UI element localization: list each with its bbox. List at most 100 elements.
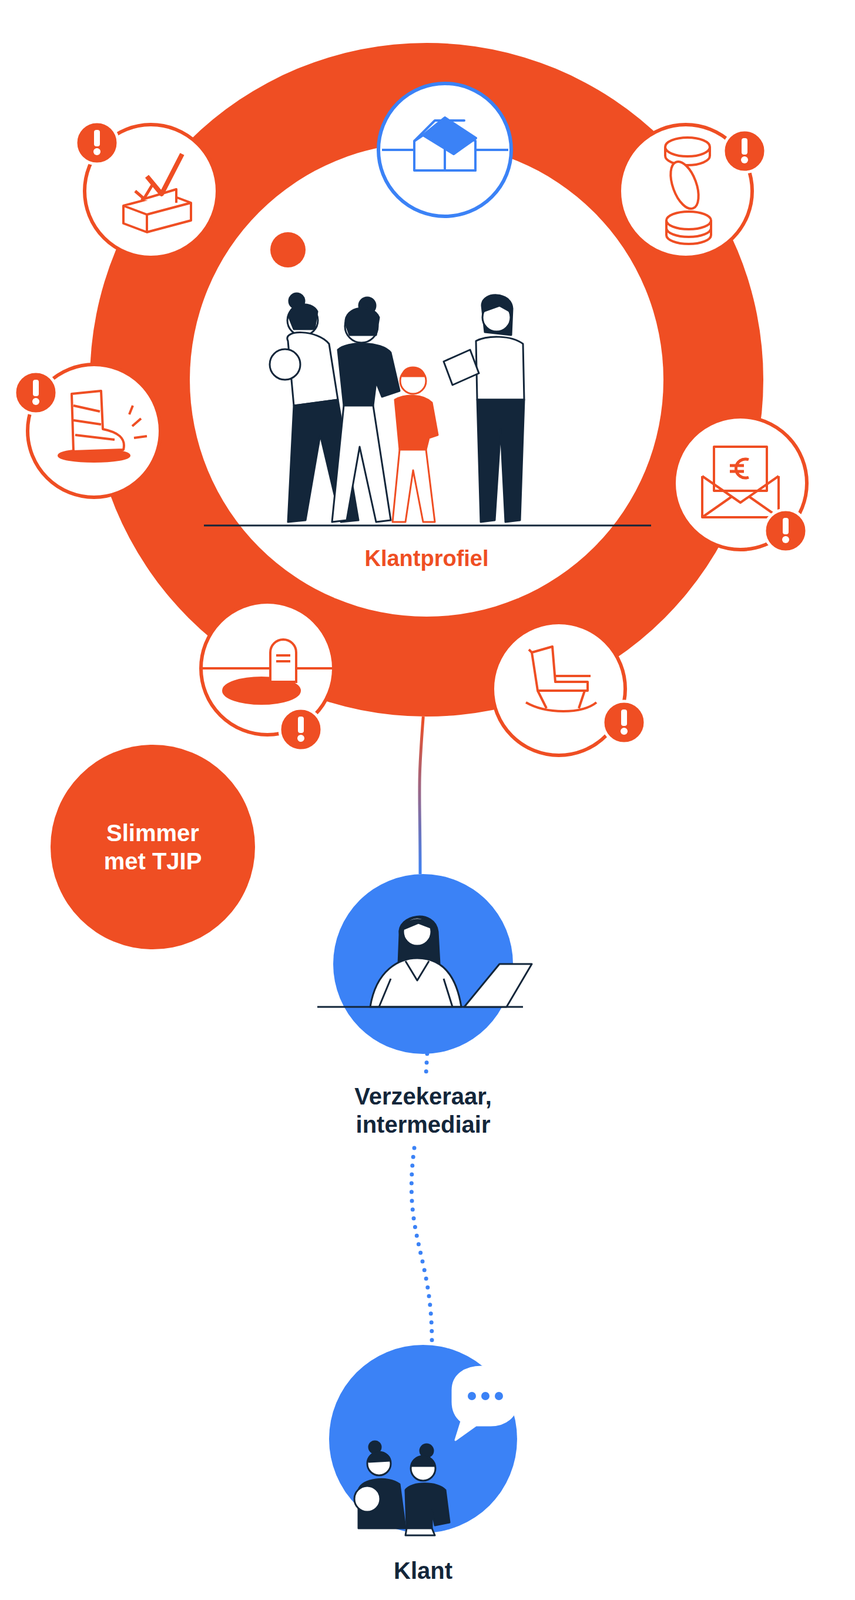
family-illustration-part: [481, 294, 513, 335]
worker-illustration-part: [403, 917, 432, 946]
icon-circles-part: [492, 622, 626, 756]
family-illustration: [203, 293, 652, 526]
warning-badges-part-part: [782, 535, 790, 543]
family-illustration-part: [394, 395, 438, 450]
warning-badges-part-part: [297, 734, 305, 742]
family-illustration-part: [475, 336, 525, 400]
family-illustration-part: [203, 524, 652, 527]
chair-icon-part: [531, 646, 588, 691]
circle-fill: [50, 744, 256, 950]
client-illustration-part: [494, 1391, 504, 1400]
worker-illustration-part: [398, 916, 440, 964]
client-illustration-part: [452, 1366, 518, 1440]
warning-badges-part-part: [741, 138, 748, 155]
grave-icon-part: [202, 666, 333, 670]
grave-icon-part: [276, 655, 291, 662]
client-illustration-part: [405, 1483, 450, 1528]
node-label: Verzekeraar, intermediair: [299, 1081, 547, 1139]
warning-badges-part-part: [32, 397, 40, 405]
warning-badges-part-part: [75, 121, 119, 164]
icon-circles: [27, 124, 807, 756]
warning-badges-part-part: [620, 727, 628, 735]
grave-icon: [202, 639, 333, 704]
warning-badges-part-part: [723, 129, 766, 173]
family-illustration-part: [337, 343, 400, 406]
warning-badges-part-part: [14, 371, 57, 414]
client-illustration-part: [410, 1455, 436, 1481]
coins-icon-part: [665, 158, 704, 213]
warning-badges-part-part: [602, 701, 646, 744]
warning-badges-part-part: [94, 129, 100, 147]
warning-badges-part-part: [782, 517, 789, 535]
node-label: Klant: [334, 1556, 512, 1585]
envelope-icon-part: [702, 475, 779, 518]
worker-illustration-part: [405, 960, 429, 981]
chair-icon: [525, 646, 597, 712]
family-illustration-part: [483, 302, 511, 312]
injury-icon-part: [73, 405, 115, 440]
warning-badges-part: [279, 708, 323, 751]
family-illustration-part: [332, 405, 391, 522]
client-illustration-part: [467, 1391, 476, 1400]
warning-badges-part-part: [764, 509, 807, 552]
circle-fill: [329, 1344, 518, 1533]
warning-badges-part-part: [297, 716, 304, 733]
warning-badges-part: [14, 371, 57, 414]
warning-badges-part: [764, 509, 807, 552]
warning-badges-part-part: [93, 148, 101, 156]
warning-badges-part: [602, 701, 646, 744]
envelope-icon: [702, 446, 779, 518]
bricks-icon-part: [135, 182, 154, 199]
bricks-icon: [123, 153, 191, 233]
connector-line: [419, 716, 424, 874]
client-illustration: [354, 1366, 518, 1535]
family-illustration-part: [443, 349, 479, 385]
family-illustration-part: [482, 303, 511, 332]
injury-icon: [58, 390, 147, 462]
warning-badges-part-part: [621, 709, 627, 726]
house-icon-part: [423, 117, 476, 154]
worker-illustration: [317, 916, 532, 1007]
injury-icon-part: [129, 405, 147, 438]
injury-icon-part: [71, 390, 124, 452]
client-illustration-part: [411, 1456, 435, 1466]
chair-icon-part: [528, 649, 585, 709]
circle-fill: [333, 873, 513, 1054]
icon-circles-part: [674, 416, 807, 550]
chair-icon-part: [555, 674, 591, 677]
warning-badges-part-part: [741, 156, 749, 164]
warning-badges-part-part: [279, 708, 323, 751]
warning-badges-part: [723, 129, 766, 173]
worker-illustration-part: [370, 957, 462, 1007]
family-illustration-part: [477, 399, 525, 522]
family-illustration-part: [402, 367, 425, 377]
worker-illustration-part: [464, 963, 532, 1007]
envelope-icon-part: [729, 458, 749, 478]
client-illustration-part: [481, 1391, 490, 1400]
family-illustration-part: [400, 367, 427, 394]
worker-illustration-part: [404, 919, 431, 929]
house-circle: [378, 83, 512, 217]
family-illustration-part: [269, 349, 301, 380]
coins-icon-part: [665, 146, 710, 166]
worker-illustration-part: [379, 978, 453, 1007]
node-label: Slimmer met TJIP: [85, 818, 221, 875]
grave-icon-part: [270, 639, 297, 682]
tjip-circle: Slimmer met TJIP: [50, 744, 256, 950]
family-illustration-part: [289, 304, 318, 330]
coins-icon-part: [665, 137, 710, 157]
client-illustration-part: [405, 1527, 435, 1535]
house-icon-part: [443, 153, 447, 171]
bricks-icon-part: [146, 153, 183, 194]
coins-icon-part: [666, 228, 712, 237]
client-illustration-part: [367, 1451, 391, 1475]
accent-dot: [270, 232, 306, 268]
tjip-circle-shape: [50, 744, 256, 950]
warning-badges-part-part: [32, 379, 39, 397]
envelope-icon-part: [713, 446, 767, 491]
chair-icon-part: [525, 702, 597, 712]
warning-badges-part: [75, 121, 119, 164]
client-illustration-part: [369, 1452, 391, 1462]
client-illustration-part: [354, 1485, 381, 1512]
